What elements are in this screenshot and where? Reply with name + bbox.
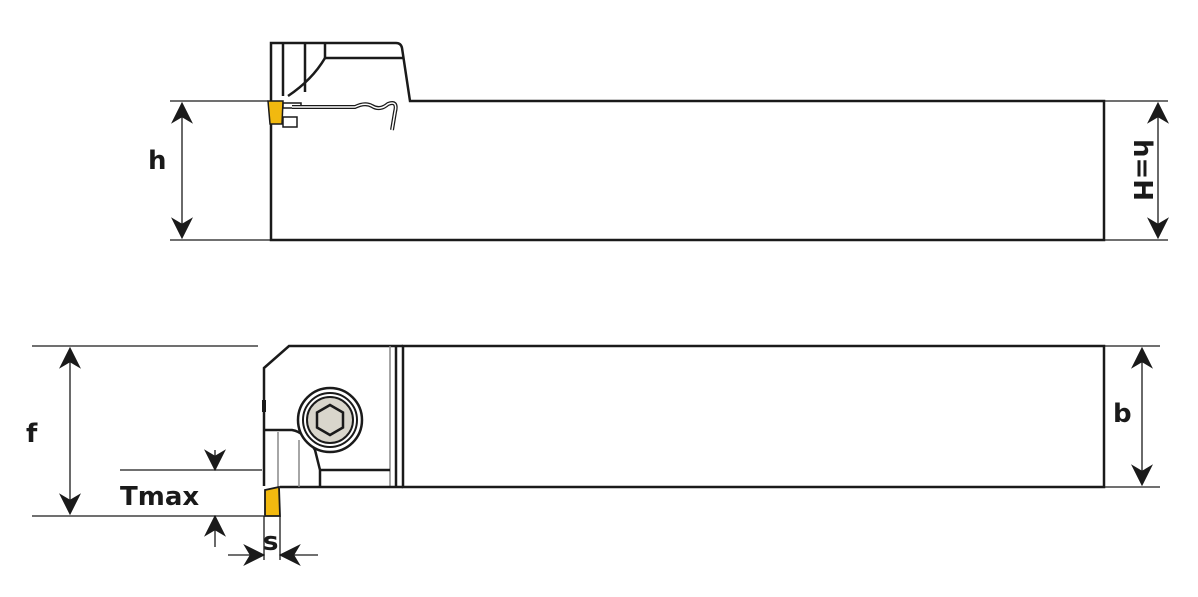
- holder-shank-top: [401, 344, 1106, 489]
- holder-body-side: [269, 41, 1106, 242]
- clamp-lower: [282, 116, 298, 128]
- insert-top: [264, 485, 281, 517]
- label-f: f: [26, 419, 38, 449]
- top-view: f Tmax s b: [26, 344, 1160, 566]
- insert-side: [267, 100, 284, 125]
- screw-icon: [296, 386, 364, 454]
- label-h-equals-H: h=H: [1127, 139, 1157, 201]
- label-s: s: [263, 527, 278, 557]
- side-view: h h=H: [148, 41, 1169, 242]
- label-h: h: [148, 146, 167, 176]
- head-outline: [262, 344, 403, 486]
- chip-inner: [292, 102, 397, 131]
- label-tmax: Tmax: [120, 482, 199, 512]
- label-b: b: [1113, 399, 1132, 429]
- head-curve: [287, 57, 327, 98]
